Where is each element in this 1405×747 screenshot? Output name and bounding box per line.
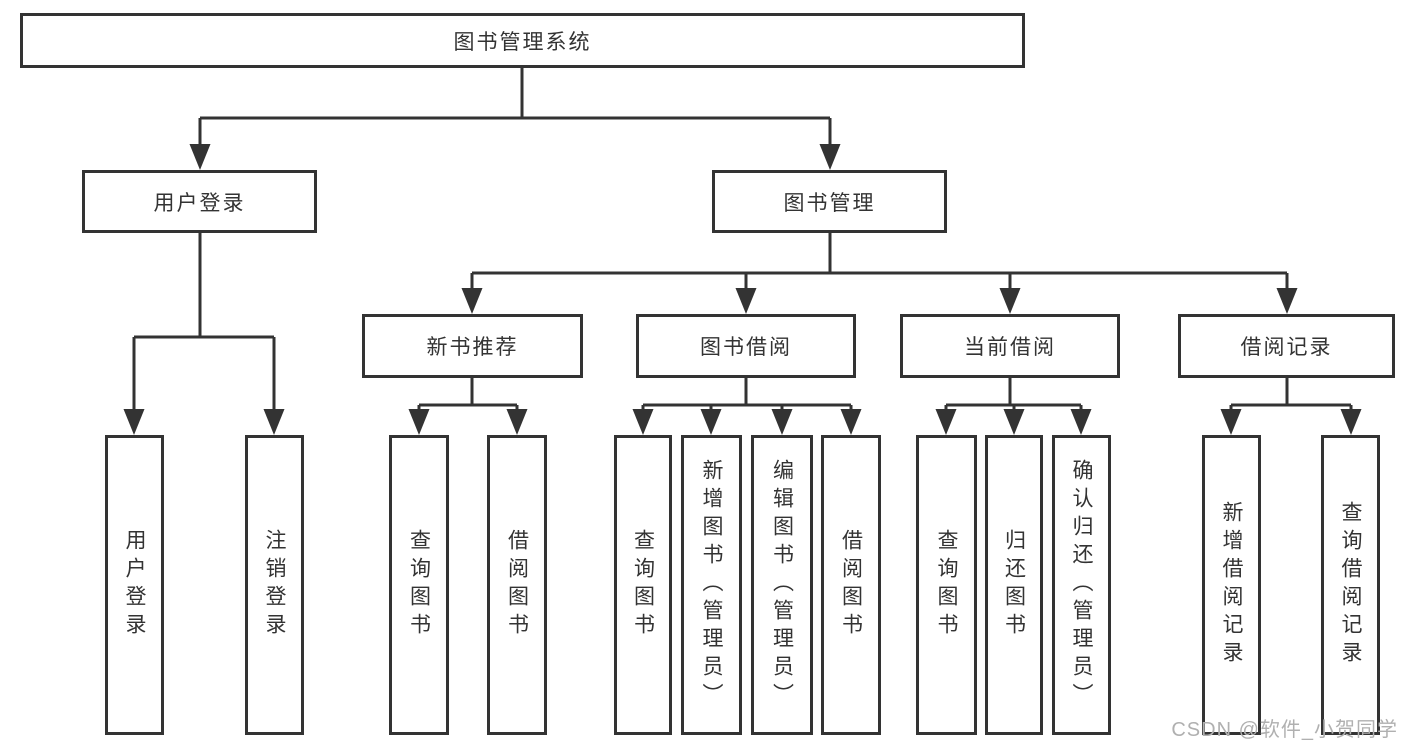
node-root: 图书管理系统 xyxy=(20,13,1025,68)
node-user-login: 用户登录 xyxy=(82,170,317,233)
leaf-borrow-borrow-books: 借阅图书 xyxy=(821,435,881,735)
node-book-management: 图书管理 xyxy=(712,170,947,233)
node-new-book-recommend: 新书推荐 xyxy=(362,314,583,378)
leaf-borrow-add-books-admin: 新增图书（管理员） xyxy=(681,435,742,735)
leaf-records-query-borrow-record: 查询借阅记录 xyxy=(1321,435,1380,735)
leaf-current-return-books: 归还图书 xyxy=(985,435,1043,735)
leaf-user-login: 用户登录 xyxy=(105,435,164,735)
leaf-newbook-query-books: 查询图书 xyxy=(389,435,449,735)
leaf-records-add-borrow-record: 新增借阅记录 xyxy=(1202,435,1261,735)
node-borrow-records: 借阅记录 xyxy=(1178,314,1395,378)
leaf-borrow-edit-books-admin: 编辑图书（管理员） xyxy=(751,435,813,735)
node-current-borrow: 当前借阅 xyxy=(900,314,1120,378)
node-book-borrow: 图书借阅 xyxy=(636,314,856,378)
csdn-watermark: CSDN @软件_小贺同学 xyxy=(1171,719,1398,741)
leaf-current-query-books: 查询图书 xyxy=(916,435,977,735)
leaf-newbook-borrow-books: 借阅图书 xyxy=(487,435,547,735)
leaf-borrow-query-books: 查询图书 xyxy=(614,435,672,735)
leaf-current-confirm-return-admin: 确认归还（管理员） xyxy=(1052,435,1111,735)
leaf-logout: 注销登录 xyxy=(245,435,304,735)
